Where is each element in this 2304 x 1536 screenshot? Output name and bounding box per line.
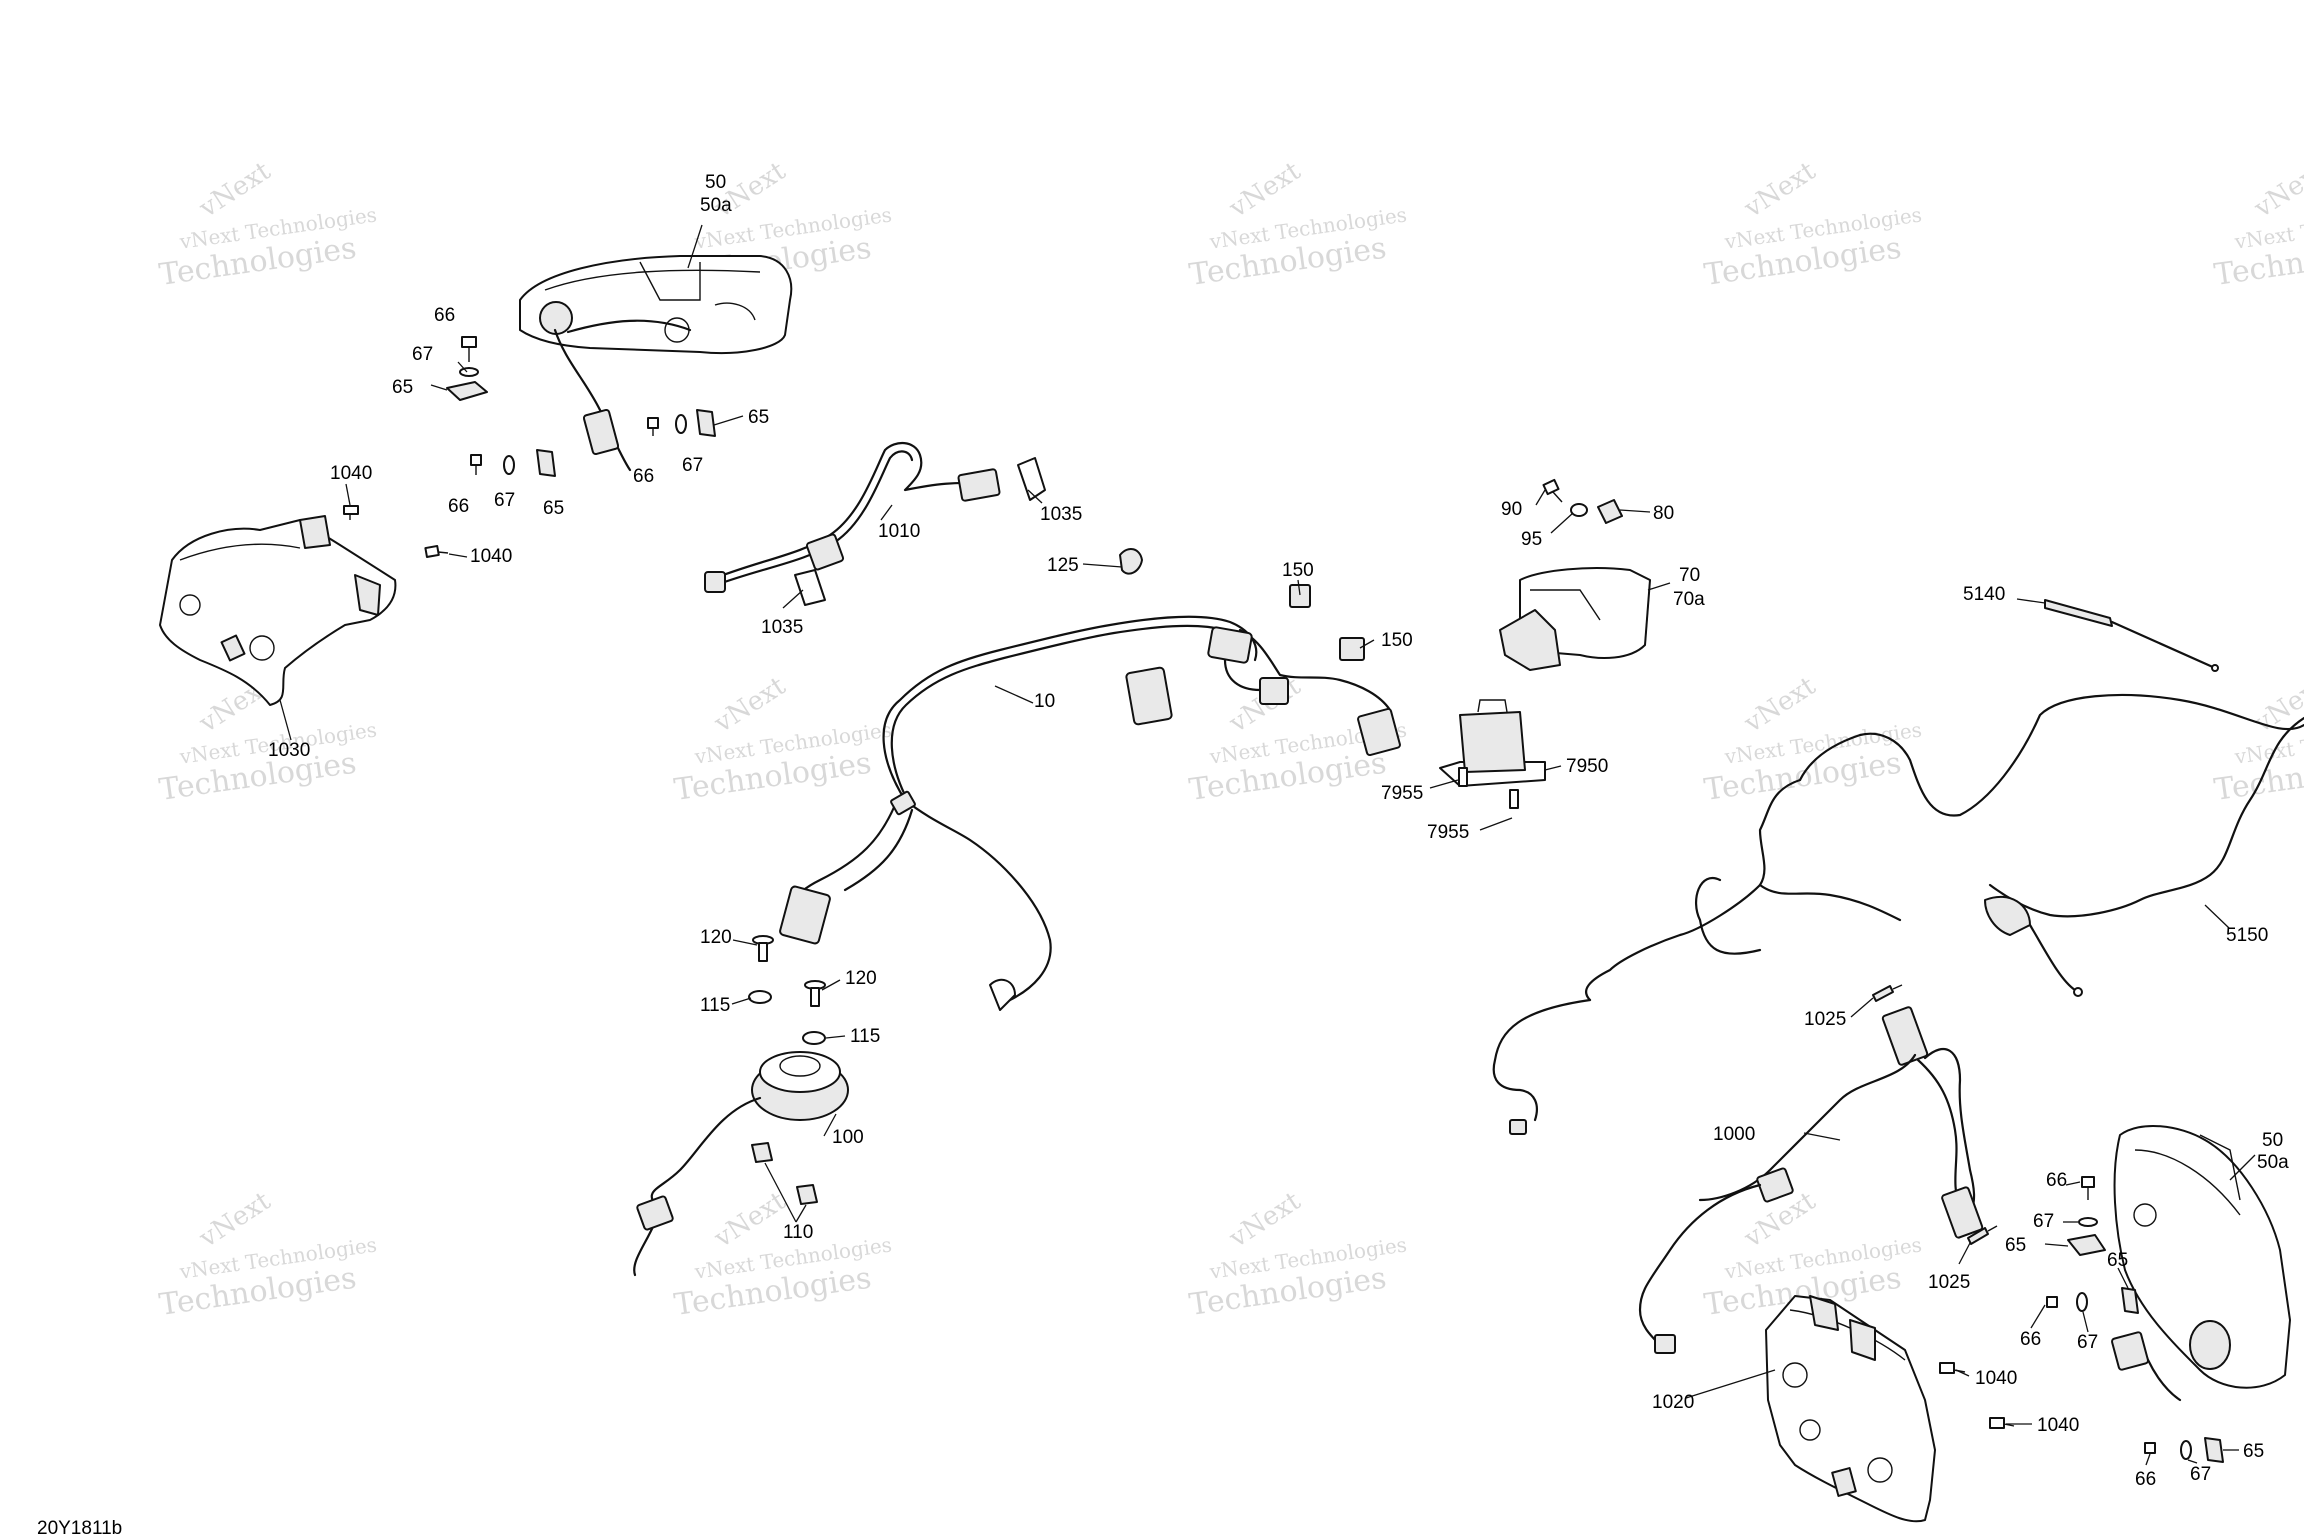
callout-label: 50a (700, 195, 732, 216)
watermark-text: vNext (708, 671, 791, 739)
harness-1010 (704, 442, 1046, 606)
watermark: vNext vNext Technologies Technologies (672, 1186, 893, 1323)
callout-label: 67 (494, 490, 515, 511)
watermark: vNext vNext Technologies Technologies (2212, 156, 2304, 293)
watermark-text: vNext (1738, 671, 1821, 739)
callout-label: 70a (1673, 589, 1705, 610)
watermark-text: vNext (1738, 156, 1821, 224)
relay-7950 (1439, 699, 1546, 809)
watermark-text: vNext (193, 1186, 276, 1254)
callout-label: 1040 (1975, 1368, 2017, 1389)
callout-label: 115 (700, 995, 730, 1016)
callout-label: 7955 (1427, 822, 1469, 843)
callout-label: 67 (2190, 1464, 2211, 1485)
callout-label: 150 (1282, 560, 1314, 581)
callout-label: 90 (1501, 499, 1522, 520)
callout-label: 1025 (1928, 1272, 1970, 1293)
callout-label: 66 (2020, 1329, 2041, 1350)
callout-label: 50 (705, 172, 726, 193)
callout-label: 66 (633, 466, 654, 487)
bracket-1020 (1765, 1295, 2015, 1523)
callout-label: 50 (2262, 1130, 2283, 1151)
harness-1000 (1638, 1006, 1984, 1354)
callout-labels: 50 50a 66 67 65 65 66 67 66 67 65 1040 1… (268, 172, 2289, 1490)
headlight-top (519, 255, 793, 472)
fasteners-90-95-80 (1542, 478, 1623, 524)
callout-label: 1040 (330, 463, 372, 484)
callout-label: 100 (832, 1127, 864, 1148)
callout-label: 65 (2243, 1441, 2264, 1462)
callout-label: 110 (783, 1222, 813, 1243)
watermark-text: vNext (1223, 1186, 1306, 1254)
callout-label: 67 (2033, 1211, 2054, 1232)
callout-label: 66 (2135, 1469, 2156, 1490)
callout-label: 65 (2107, 1250, 2128, 1271)
callout-label: 1035 (761, 617, 803, 638)
callout-label: 66 (2046, 1170, 2067, 1191)
callout-label: 1035 (1040, 504, 1082, 525)
callout-label: 65 (543, 498, 564, 519)
callout-label: 67 (2077, 1332, 2098, 1353)
callout-label: 80 (1653, 503, 1674, 524)
callout-label: 95 (1521, 529, 1542, 550)
fasteners-120-115 (748, 935, 826, 1045)
callout-label: 5140 (1963, 584, 2005, 605)
headlight-bottom (2046, 1124, 2291, 1463)
watermark: vNext vNext Technologies Technologies (157, 1186, 378, 1323)
callout-label: 66 (434, 305, 455, 326)
callout-label: 125 (1047, 555, 1079, 576)
callout-label: 1020 (1652, 1392, 1694, 1413)
figure-code: 20Y1811b (37, 1518, 122, 1536)
fasteners-top-left (446, 336, 716, 477)
callout-label: 1025 (1804, 1009, 1846, 1030)
pins-1025 (1872, 984, 1998, 1245)
watermark: vNext vNext Technologies Technologies (157, 156, 378, 293)
watermark: vNext vNext Technologies Technologies (1702, 671, 1923, 808)
callout-label: 1010 (878, 521, 920, 542)
callout-label: 7950 (1566, 756, 1608, 777)
antenna-5140 (2044, 599, 2219, 672)
callout-label: 120 (700, 927, 732, 948)
callout-label: 1040 (2037, 1415, 2079, 1436)
callout-label: 115 (850, 1026, 880, 1047)
main-harness-10 (779, 584, 1401, 1011)
watermark: vNext vNext Technologies Technologies (1702, 156, 1923, 293)
callout-label: 120 (845, 968, 877, 989)
callout-label: 1030 (268, 740, 310, 761)
callout-label: 5150 (2226, 925, 2268, 946)
cable-5150 (1492, 693, 2304, 1135)
light-70 (1499, 567, 1651, 671)
watermark-text: vNext (708, 1186, 791, 1254)
watermark: vNext vNext Technologies Technologies (1187, 1186, 1408, 1323)
callout-label: 10 (1034, 691, 1055, 712)
watermark-text: vNext (1223, 156, 1306, 224)
callout-label: 67 (682, 455, 703, 476)
watermarks: vNext vNext Technologies Technologies vN… (157, 156, 2304, 1323)
callout-label: 65 (748, 407, 769, 428)
callout-label: 65 (2005, 1235, 2026, 1256)
leader-lines (279, 224, 2256, 1466)
watermark-text: vNext (193, 156, 276, 224)
horn-100 (633, 1051, 849, 1277)
callout-label: 150 (1381, 630, 1413, 651)
callout-label: 70 (1679, 565, 1700, 586)
watermark-text: vNext (2248, 156, 2304, 224)
bracket-1030 (159, 505, 449, 706)
watermark: vNext vNext Technologies Technologies (1187, 156, 1408, 293)
callout-label: 1000 (1713, 1124, 1755, 1145)
callout-label: 66 (448, 496, 469, 517)
callout-label: 67 (412, 344, 433, 365)
callout-label: 65 (392, 377, 413, 398)
callout-label: 7955 (1381, 783, 1423, 804)
callout-label: 1040 (470, 546, 512, 567)
watermark: vNext vNext Technologies Technologies (672, 671, 893, 808)
clip-125 (1119, 548, 1143, 575)
callout-label: 50a (2257, 1152, 2289, 1173)
